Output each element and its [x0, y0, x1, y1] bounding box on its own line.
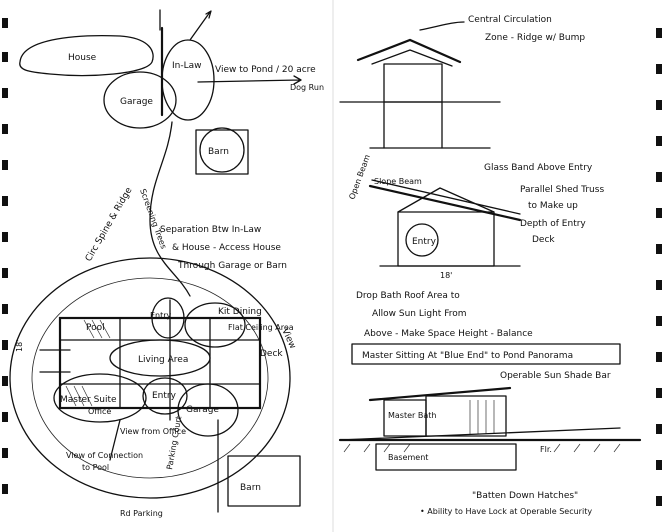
glass-band-label: Glass Band Above Entry [484, 163, 593, 173]
living-label: Living Area [138, 355, 188, 365]
batten-note: • Ability to Have Lock at Operable Secur… [420, 507, 592, 516]
binding-left [2, 18, 8, 494]
right-page-sketch: Central Circulation Zone - Ridge w/ Bump… [338, 15, 642, 516]
entry-center-label: Entry [152, 391, 177, 401]
kit-dining-label: Kit Dining [218, 307, 262, 317]
kit-dining-bubble [184, 302, 246, 348]
batten-title: "Batten Down Hatches" [472, 491, 578, 501]
barn-top-label: Barn [208, 147, 229, 157]
pool-bubble [151, 297, 185, 339]
sitting-block [425, 395, 507, 437]
parallel-shed-4: Deck [532, 235, 555, 245]
office-label: Office [88, 407, 111, 416]
barn-top-bubble [199, 127, 245, 173]
garage-top-label: Garage [120, 97, 153, 107]
bath-roof [368, 386, 512, 402]
barn-bottom-label: Barn [240, 483, 261, 493]
ridge-roof [356, 38, 462, 64]
floor-label: Flr. [540, 445, 552, 454]
deck-label: Deck [260, 349, 283, 359]
garage-bottom-label: Garage [186, 405, 219, 415]
house-plan-outline [58, 316, 262, 410]
flat-ceiling-label: Flat Ceiling Area [228, 323, 294, 332]
separation-note-1: Separation Btw In-Law [160, 225, 261, 235]
drop-roof-note-1: Drop Bath Roof Area to [356, 291, 460, 301]
site-ring [9, 257, 291, 499]
entry-section-label: Entry [412, 237, 437, 247]
view-connection-1: View of Connection [66, 451, 143, 460]
parallel-shed-3: Depth of Entry [520, 219, 586, 229]
master-suite-label: Master Suite [60, 395, 117, 405]
binding-right [656, 28, 662, 506]
master-suite-bubble [53, 373, 147, 423]
left-page-sketch: House Garage In-Law View to Pond / 20 ac… [9, 9, 324, 518]
view-from-office-label: View from Office [120, 427, 186, 436]
garage-top-bubble [103, 71, 177, 129]
slope-beam-label: Slope Beam [374, 177, 422, 186]
open-beam-label: Open Beam [347, 153, 372, 200]
separation-note-2: & House - Access House [172, 243, 281, 253]
dim-18-right: 18' [440, 271, 452, 280]
parking-court-label: Parking Court [165, 415, 183, 470]
entry-section-bubble [405, 223, 439, 257]
entry-bubble [142, 377, 188, 415]
central-circulation-2: Zone - Ridge w/ Bump [485, 33, 585, 43]
central-circulation-1: Central Circulation [468, 15, 552, 25]
barn-top-box [195, 129, 249, 175]
living-bubble [109, 339, 211, 377]
drop-roof-note-2: Allow Sun Light From [372, 309, 467, 319]
to-parking-label: Rd Parking [120, 509, 163, 518]
inlaw-label: In-Law [172, 61, 202, 71]
separation-note-3: Through Garage or Barn [177, 261, 287, 271]
basement-block [375, 443, 517, 471]
circ-spine-label: Circ Spine & Ridge [84, 186, 135, 264]
sloped-roof [368, 184, 522, 222]
house-label: House [68, 53, 97, 63]
operable-sunshade-label: Operable Sun Shade Bar [500, 371, 611, 381]
view-connection-2: to Pool [82, 463, 109, 472]
parallel-shed-2: to Make up [528, 201, 578, 211]
master-sitting-label: Master Sitting At "Blue End" to Pond Pan… [362, 351, 573, 361]
view-to-pond-label: View to Pond / 20 acre [215, 65, 316, 75]
master-sitting-box [351, 343, 621, 365]
basement-label: Basement [388, 453, 428, 462]
dim-18-label: 18' [15, 340, 24, 352]
entry-top-label: Entry [150, 311, 172, 320]
drop-roof-note-3: Above - Make Space Height - Balance [364, 329, 533, 339]
garage-bottom-bubble [177, 383, 239, 437]
dog-run-label: Dog Run [290, 83, 324, 92]
parallel-shed-1: Parallel Shed Truss [520, 185, 604, 195]
house-bubble [19, 35, 154, 77]
pool-label: Pool [86, 323, 105, 333]
barn-bottom-box [227, 455, 301, 507]
inlaw-bubble [161, 39, 215, 121]
master-bath-label: Master Bath [388, 411, 436, 420]
